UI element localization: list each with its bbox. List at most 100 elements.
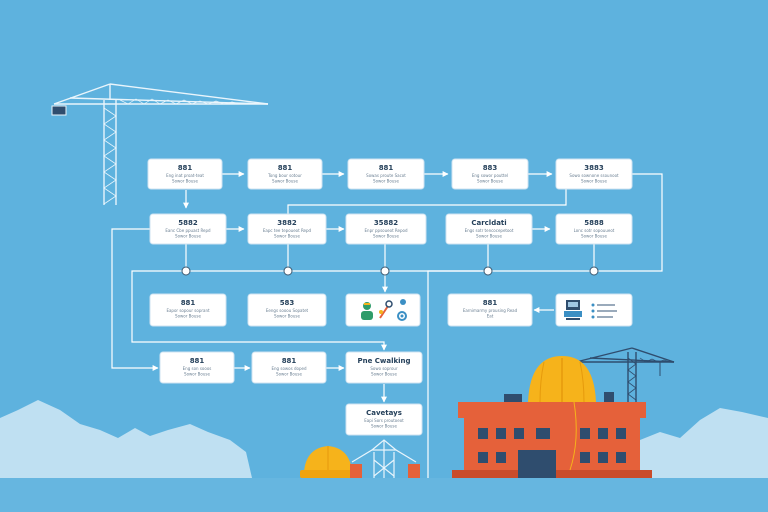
- node-caption: Eanc Cbe ppuast Repd: [165, 228, 211, 233]
- node-caption: Sowor Bouse: [274, 234, 300, 239]
- cloud-right: [640, 408, 768, 478]
- node-caption: Eng inat proat-teat: [166, 173, 204, 178]
- building-icon: [452, 392, 652, 478]
- node-title: 35882: [374, 219, 398, 227]
- machine-icon: [564, 300, 582, 320]
- node-caption: Sowor Bouse: [371, 424, 397, 429]
- node-title: Carcldati: [471, 219, 506, 227]
- node-title: 881: [181, 299, 196, 307]
- node-caption: Sowas proute Sacot: [366, 173, 406, 178]
- node-caption: Sowor Bouse: [477, 179, 503, 184]
- helmet-large-icon: [528, 356, 596, 403]
- node-title: 583: [280, 299, 295, 307]
- node-caption: Sowo sownone ssounoot: [569, 173, 619, 178]
- cloud-left: [0, 400, 252, 478]
- node-box: [149, 293, 227, 327]
- crane-cable: [569, 401, 577, 471]
- node-box: [251, 351, 327, 384]
- ground-band: [0, 478, 768, 512]
- crane-right-icon: [575, 347, 675, 402]
- node-title: 5888: [584, 219, 604, 227]
- node-r3c3[interactable]: [345, 293, 421, 327]
- node-box: [247, 213, 327, 245]
- node-box: [159, 351, 235, 384]
- node-caption: Sowor Bouse: [581, 179, 607, 184]
- gear-icon: [397, 299, 407, 321]
- junction-dots: [181, 266, 599, 276]
- node-box: [555, 213, 633, 245]
- node-caption: Eapc tee tepoueot Repd: [263, 228, 312, 233]
- steel-frame-icon: [351, 439, 417, 478]
- node-caption: Earnimarmy prousing Read: [463, 308, 518, 313]
- checklist-icon: [591, 303, 617, 319]
- node-caption: Lonc sotr sopouueot: [574, 228, 615, 233]
- node-box: [555, 158, 633, 190]
- node-r3c5[interactable]: [555, 293, 633, 327]
- node-caption: Eng son sooos: [183, 366, 212, 371]
- node-caption: Sowor Bouse: [371, 372, 397, 377]
- node-caption: Sowor Bouse: [276, 372, 302, 377]
- node-title: 881: [379, 164, 394, 172]
- connector-lines: [111, 171, 663, 478]
- node-caption: Eengs sooou Sopatet: [266, 308, 309, 313]
- node-box: [247, 293, 327, 327]
- node-box: [149, 213, 227, 245]
- node-caption: Sowor Bouse: [274, 314, 300, 319]
- node-title: 3882: [277, 219, 297, 227]
- node-title: Pne Cwalking: [357, 357, 410, 365]
- node-title: Cavetays: [366, 409, 402, 417]
- helmet-small-icon: [300, 446, 356, 478]
- node-caption: Engs sotr tencocepetoot: [465, 228, 514, 233]
- node-caption: Enpr ppsoueot Repod: [365, 228, 408, 233]
- crane-left-icon: [53, 83, 269, 205]
- node-box: [147, 158, 223, 190]
- worker-icon: [361, 302, 373, 320]
- node-box: [247, 158, 323, 190]
- node-box: [445, 213, 533, 245]
- node-caption: Tong bour sotour: [267, 173, 302, 178]
- node-box: [347, 158, 425, 190]
- node-title: 881: [278, 164, 293, 172]
- node-caption: Eapi Sors proutoeot: [364, 418, 404, 423]
- node-box: [447, 293, 533, 327]
- node-caption: Sowor Bouse: [373, 179, 399, 184]
- tools-icon: [379, 300, 393, 319]
- crane-counterweight: [51, 105, 67, 116]
- node-caption: Eng sowor pouttel: [472, 173, 508, 178]
- brick-block-right: [408, 464, 420, 478]
- node-caption: Sowo soprour: [370, 366, 398, 371]
- node-caption: Sowor Bouse: [476, 234, 502, 239]
- node-caption: Eat: [487, 314, 494, 319]
- node-title: 881: [282, 357, 297, 365]
- node-caption: Sowor Bouse: [581, 234, 607, 239]
- node-title: 3883: [584, 164, 604, 172]
- node-caption: Sowor Bouse: [184, 372, 210, 377]
- node-title: 5882: [178, 219, 198, 227]
- node-box: [345, 403, 423, 436]
- node-caption: Eng sowos doped: [271, 366, 306, 371]
- node-title: 881: [178, 164, 193, 172]
- node-box: [345, 213, 427, 245]
- node-caption: Eapor sopour soprant: [166, 308, 210, 313]
- node-box: [345, 351, 423, 384]
- node-title: 881: [483, 299, 498, 307]
